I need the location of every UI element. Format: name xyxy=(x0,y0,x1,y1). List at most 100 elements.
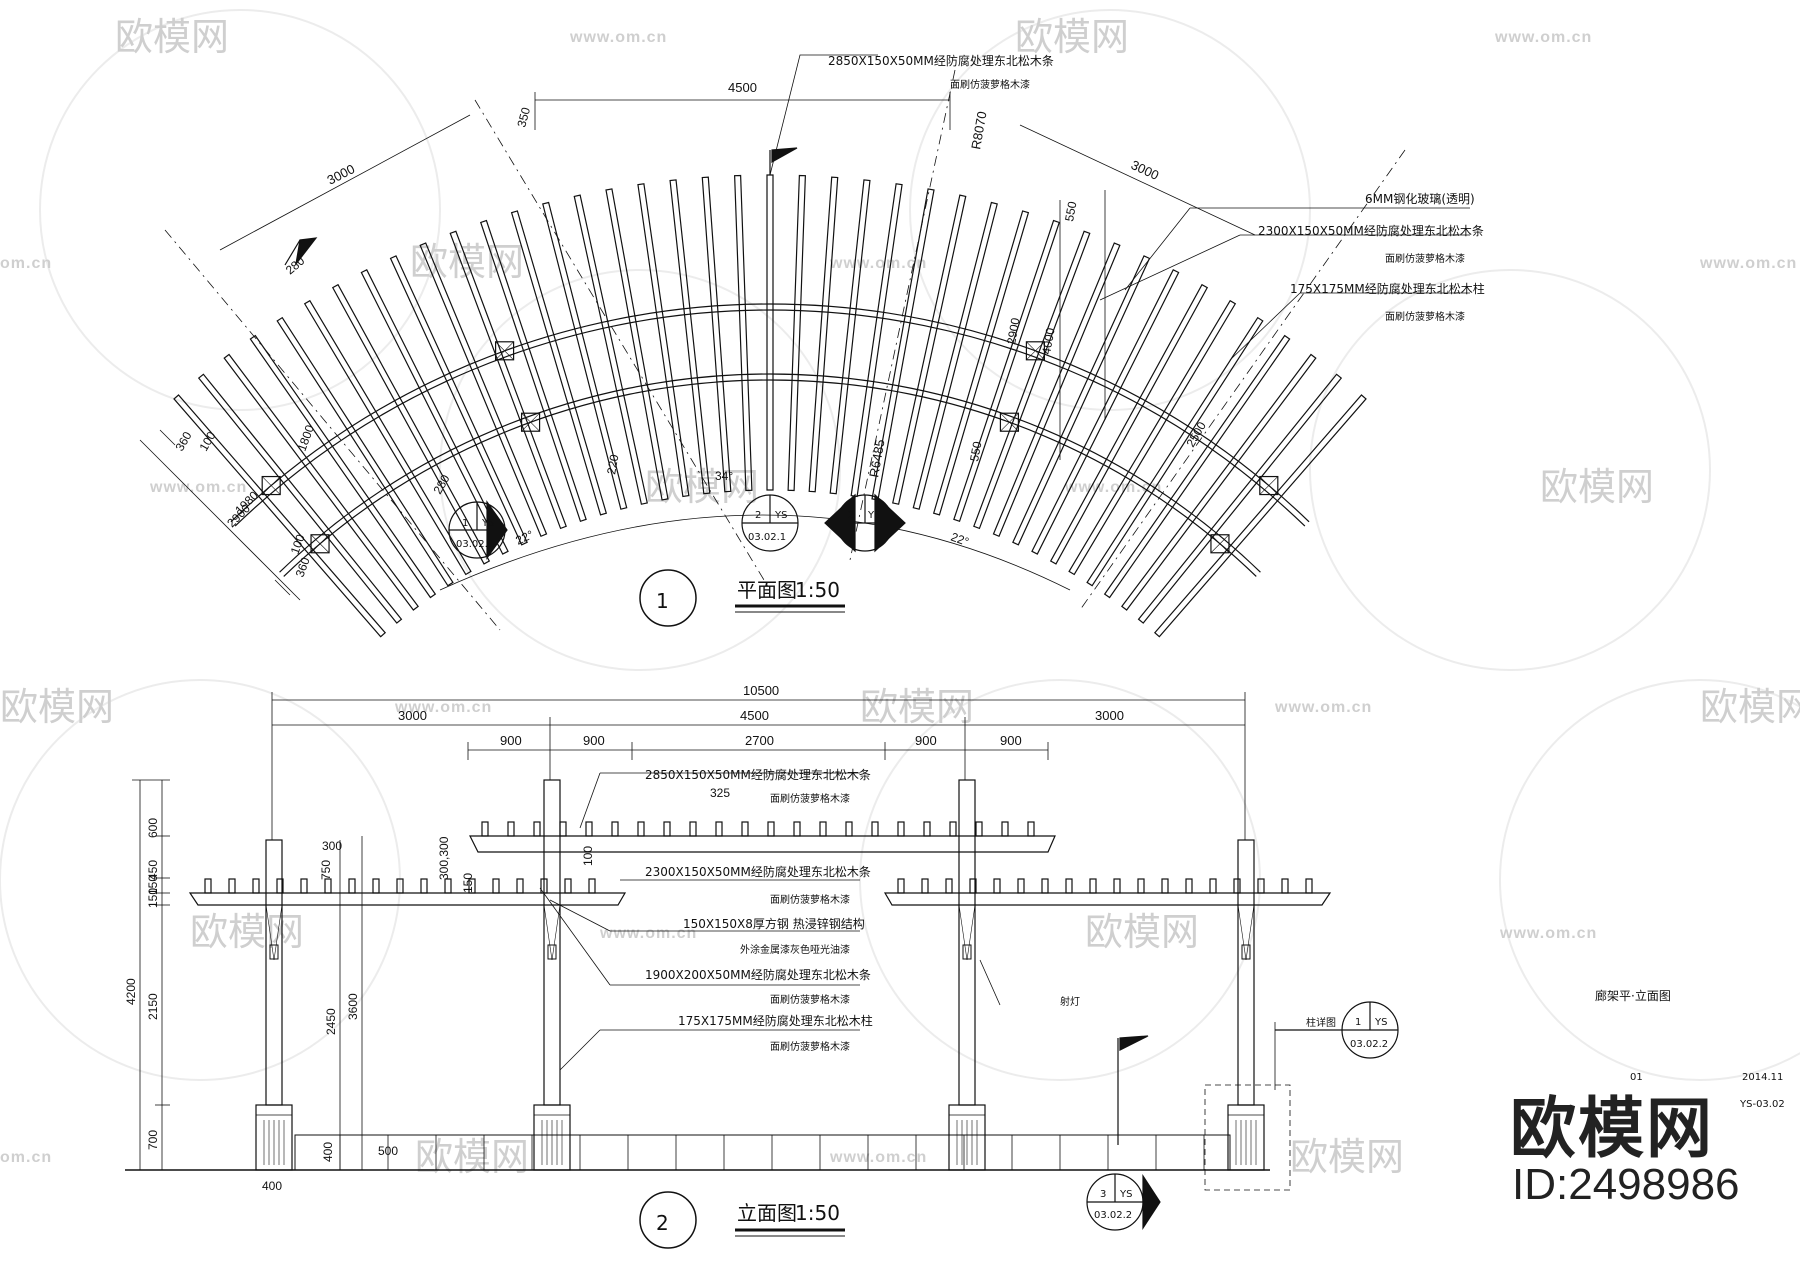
plan-note4-b: 面刷仿菠萝格木漆 xyxy=(1385,310,1465,323)
plan-post xyxy=(310,534,330,554)
plan-joist xyxy=(197,373,403,624)
elev-rafter xyxy=(396,878,404,894)
plan-joist xyxy=(932,210,1030,516)
watermark-url: www.om.cn xyxy=(149,479,247,496)
elev-sec-callout-num: 3 xyxy=(1100,1189,1106,1200)
elev-dim-900c: 900 xyxy=(915,733,937,748)
elev-section-callout xyxy=(1086,1173,1161,1231)
elev-title: 立面图 xyxy=(737,1201,797,1225)
elev-rafter xyxy=(741,821,749,837)
plan-joist xyxy=(1121,353,1317,611)
plan-post xyxy=(494,341,515,361)
elev-bracket xyxy=(958,904,976,961)
plan-post xyxy=(999,412,1020,432)
elev-rafter xyxy=(1065,878,1073,894)
plan-dim-100a: 100 xyxy=(196,429,218,454)
elev-rafter xyxy=(663,821,671,837)
elev-v2450: 2450 xyxy=(324,1008,338,1035)
elev-note5-b: 面刷仿菠萝格木漆 xyxy=(770,1040,850,1053)
elev-rafter xyxy=(969,878,977,894)
plan-joist xyxy=(953,219,1061,523)
elev-v400: 400 xyxy=(321,1142,335,1162)
plan-beam-arc xyxy=(234,309,1306,527)
plan-joist xyxy=(1068,299,1237,576)
elev-note1-b: 面刷仿菠萝格木漆 xyxy=(770,792,850,805)
callout1-num: 1 xyxy=(462,518,468,529)
plan-arc-dim xyxy=(439,514,1071,591)
elev-rafter xyxy=(897,878,905,894)
elev-rafter xyxy=(1113,878,1121,894)
plan-joist xyxy=(766,174,774,491)
plan-joist xyxy=(1086,316,1264,587)
plan-dim-4000: 4000 xyxy=(1039,326,1057,355)
plan-joist xyxy=(223,353,419,611)
elev-note5-a: 175X175MM经防腐处理东北松木柱 xyxy=(678,1013,873,1028)
watermark-url: www.om.cn xyxy=(394,699,492,716)
plan-joist xyxy=(449,230,567,530)
sheet-number: 01 xyxy=(1630,1072,1643,1083)
elev-dim-3000b: 3000 xyxy=(1095,708,1124,723)
elev-dim-total: 10500 xyxy=(743,683,779,698)
plan-joist xyxy=(1012,255,1151,546)
elev-dim-900d: 900 xyxy=(1000,733,1022,748)
plan-dim-550a: 550 xyxy=(1062,200,1079,222)
elev-plinth xyxy=(294,1134,1231,1171)
elev-sec-callout-code: YS xyxy=(1119,1189,1132,1200)
callout1-ref: 03.02.1 xyxy=(456,539,494,550)
elev-rafter xyxy=(300,878,308,894)
plan-joist xyxy=(249,334,437,599)
elev-rafter xyxy=(975,821,983,837)
plan-note4-a: 175X175MM经防腐处理东北松木柱 xyxy=(1290,281,1485,296)
elev-v2150: 2150 xyxy=(146,993,160,1020)
elev-rafter xyxy=(819,821,827,837)
elev-rafter xyxy=(1089,878,1097,894)
plan-view xyxy=(139,54,1470,638)
elev-dim-4500: 4500 xyxy=(740,708,769,723)
elev-v100: 100 xyxy=(581,846,595,866)
elev-h500: 500 xyxy=(378,1144,398,1158)
elev-rafter xyxy=(481,821,489,837)
plan-dim-280b: 280 xyxy=(430,472,452,497)
elev-rafter xyxy=(715,821,723,837)
elev-dim-3000a: 3000 xyxy=(398,708,427,723)
elev-rafter xyxy=(949,821,957,837)
watermark-url: www.om.cn xyxy=(599,925,697,942)
plan-joist xyxy=(303,299,472,576)
plan-title-block xyxy=(639,569,845,627)
elev-rafter xyxy=(1161,878,1169,894)
callout3-code: YS xyxy=(867,510,880,521)
plan-post xyxy=(1210,534,1230,554)
elev-rafter xyxy=(420,878,428,894)
plan-joist xyxy=(734,174,753,492)
elev-note2-b: 面刷仿菠萝格木漆 xyxy=(770,893,850,906)
elev-rafter xyxy=(923,821,931,837)
elev-v3600: 3600 xyxy=(346,993,360,1020)
plan-angle-right: 22° xyxy=(949,530,971,549)
elev-sec-callout-ref: 03.02.2 xyxy=(1094,1210,1132,1221)
elev-spotlight-label: 射灯 xyxy=(1060,996,1080,1008)
plan-dim-right: 3000 xyxy=(1129,157,1162,183)
plan-joist xyxy=(419,242,548,538)
elev-lower-beam-left xyxy=(188,892,627,906)
watermark-layer: 欧模网 欧模网 欧模网 欧模网 欧模网 欧模网 欧模网 欧模网 欧模网 欧模网 … xyxy=(0,9,1800,1179)
plan-joist xyxy=(829,179,871,495)
elev-rafter xyxy=(689,821,697,837)
plan-joist xyxy=(637,183,690,498)
elev-dim-900b: 900 xyxy=(583,733,605,748)
watermark-url: om.cn xyxy=(0,255,52,272)
elev-rafter xyxy=(564,878,572,894)
plan-dim-100b: 100 xyxy=(288,532,308,556)
elev-v300: 300 xyxy=(322,839,342,853)
watermark-url: www.om.cn xyxy=(1274,699,1372,716)
plan-dim-360a: 360 xyxy=(172,429,194,454)
elev-rafter xyxy=(1233,878,1241,894)
plan-joist xyxy=(389,255,528,546)
elev-dim-2700: 2700 xyxy=(745,733,774,748)
plan-joist xyxy=(173,394,387,638)
elev-title-number: 2 xyxy=(656,1211,669,1235)
plan-dim-3000-left xyxy=(219,114,471,251)
plan-angle-left: 22° xyxy=(513,527,536,547)
elev-rafter xyxy=(444,878,452,894)
plan-joist xyxy=(787,174,806,492)
